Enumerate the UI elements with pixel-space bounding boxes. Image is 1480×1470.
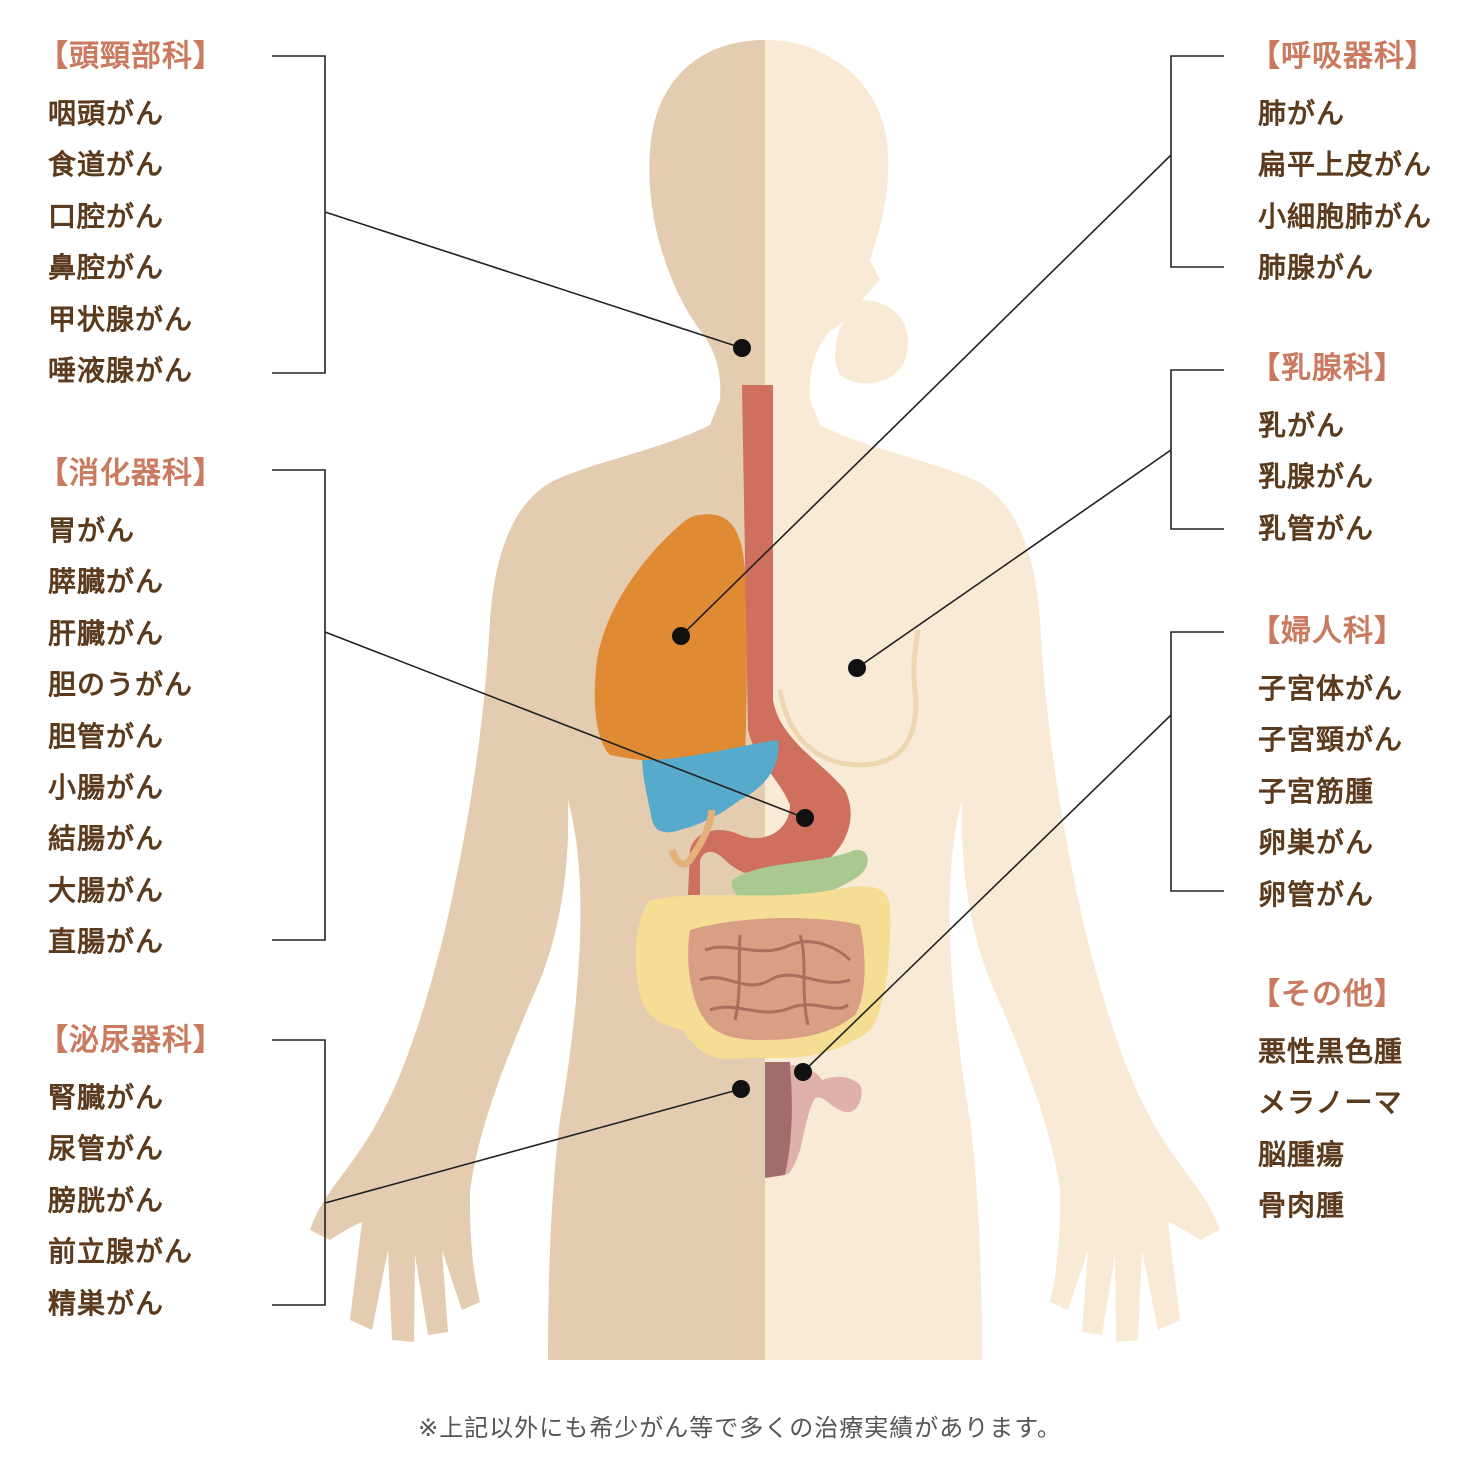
list-breast: 乳がん 乳腺がん 乳管がん — [1250, 400, 1405, 554]
list-urology: 腎臓がん 尿管がん 膀胱がん 前立腺がん 精巣がん — [38, 1072, 224, 1329]
list-item: 卵管がん — [1258, 877, 1375, 911]
marker-gynecology — [794, 1063, 812, 1081]
list-item: 肝臓がん — [48, 616, 165, 650]
hair-outline — [765, 42, 889, 330]
list-item: 膵臓がん — [48, 565, 165, 599]
group-title-breast: 【乳腺科】 — [1250, 351, 1405, 386]
list-item: 小細胞肺がん — [1258, 199, 1433, 233]
list-item: 尿管がん — [48, 1132, 165, 1166]
group-title-digestive: 【消化器科】 — [38, 456, 224, 491]
hair-bun — [835, 300, 908, 384]
group-respiratory: 【呼吸器科】 肺がん 扁平上皮がん 小細胞肺がん 肺腺がん — [1250, 38, 1436, 294]
liver-organ — [642, 740, 779, 833]
list-item: 口腔がん — [48, 199, 165, 233]
list-respiratory: 肺がん 扁平上皮がん 小細胞肺がん 肺腺がん — [1250, 88, 1436, 294]
list-item: 唾液腺がん — [48, 354, 194, 388]
list-item: 直腸がん — [48, 925, 165, 959]
group-breast: 【乳腺科】 乳がん 乳腺がん 乳管がん — [1250, 350, 1405, 554]
marker-digestive — [796, 809, 814, 827]
list-item: 小腸がん — [48, 771, 165, 805]
list-item: 甲状腺がん — [48, 302, 194, 336]
list-item: 結腸がん — [48, 822, 165, 856]
group-title-head-neck: 【頭頸部科】 — [38, 39, 224, 74]
marker-breast — [848, 659, 866, 677]
list-item: 胃がん — [48, 514, 136, 547]
list-item: 悪性黒色腫 — [1258, 1035, 1404, 1068]
group-other: 【その他】 悪性黒色腫 メラノーマ 脳腫瘍 骨肉腫 — [1250, 976, 1405, 1232]
uterus-organ — [785, 1065, 862, 1175]
marker-head-neck — [733, 339, 751, 357]
group-title-other: 【その他】 — [1250, 977, 1405, 1012]
list-item: 肺がん — [1258, 97, 1346, 130]
list-item: 骨肉腫 — [1258, 1189, 1346, 1223]
list-item: 胆管がん — [48, 719, 165, 753]
list-head-neck: 咽頭がん 食道がん 口腔がん 鼻腔がん 甲状腺がん 唾液腺がん — [38, 88, 224, 396]
group-head-neck: 【頭頸部科】 咽頭がん 食道がん 口腔がん 鼻腔がん 甲状腺がん 唾液腺がん — [38, 38, 224, 396]
list-item: メラノーマ — [1258, 1086, 1403, 1120]
group-title-urology: 【泌尿器科】 — [38, 1023, 224, 1058]
group-gynecology: 【婦人科】 子宮体がん 子宮頸がん 子宮筋腫 卵巣がん 卵管がん — [1250, 613, 1405, 920]
list-item: 膀胱がん — [48, 1183, 165, 1217]
bladder-organ — [765, 1062, 793, 1178]
list-item: 精巣がん — [48, 1286, 165, 1320]
list-item: 子宮筋腫 — [1258, 774, 1375, 808]
group-title-gynecology: 【婦人科】 — [1250, 614, 1405, 649]
lung-organ — [594, 514, 747, 764]
group-urology: 【泌尿器科】 腎臓がん 尿管がん 膀胱がん 前立腺がん 精巣がん — [38, 1022, 224, 1329]
list-item: 卵巣がん — [1258, 826, 1375, 860]
list-item: 咽頭がん — [48, 97, 165, 130]
esophagus-stomach-organ — [688, 385, 851, 895]
list-item: 胆のうがん — [48, 668, 194, 702]
list-item: 乳腺がん — [1258, 460, 1375, 494]
list-item: 前立腺がん — [48, 1235, 194, 1269]
marker-urology — [732, 1080, 750, 1098]
footnote: ※上記以外にも希少がん等で多くの治療実績があります。 — [418, 1414, 1062, 1442]
list-item: 腎臓がん — [48, 1081, 165, 1114]
marker-respiratory — [672, 627, 690, 645]
group-title-respiratory: 【呼吸器科】 — [1250, 39, 1436, 74]
list-item: 大腸がん — [48, 873, 165, 907]
list-item: 食道がん — [48, 148, 165, 182]
list-digestive: 胃がん 膵臓がん 肝臓がん 胆のうがん 胆管がん 小腸がん 結腸がん 大腸がん … — [38, 505, 224, 968]
list-gynecology: 子宮体がん 子宮頸がん 子宮筋腫 卵巣がん 卵管がん — [1250, 663, 1405, 920]
pancreas-organ — [731, 849, 868, 905]
list-item: 子宮体がん — [1258, 672, 1404, 705]
list-item: 扁平上皮がん — [1258, 148, 1433, 182]
list-item: 乳管がん — [1258, 511, 1375, 545]
group-digestive: 【消化器科】 胃がん 膵臓がん 肝臓がん 胆のうがん 胆管がん 小腸がん 結腸が… — [38, 455, 224, 968]
list-item: 鼻腔がん — [48, 251, 165, 285]
list-item: 子宮頸がん — [1258, 723, 1404, 757]
list-item: 肺腺がん — [1258, 251, 1375, 285]
list-other: 悪性黒色腫 メラノーマ 脳腫瘍 骨肉腫 — [1250, 1026, 1405, 1232]
list-item: 乳がん — [1258, 409, 1346, 442]
bile-duct — [668, 809, 716, 868]
leader-lines — [272, 55, 1224, 1306]
breast-outline — [777, 629, 921, 768]
list-item: 脳腫瘍 — [1258, 1137, 1346, 1171]
intestine-folds — [699, 934, 852, 1026]
